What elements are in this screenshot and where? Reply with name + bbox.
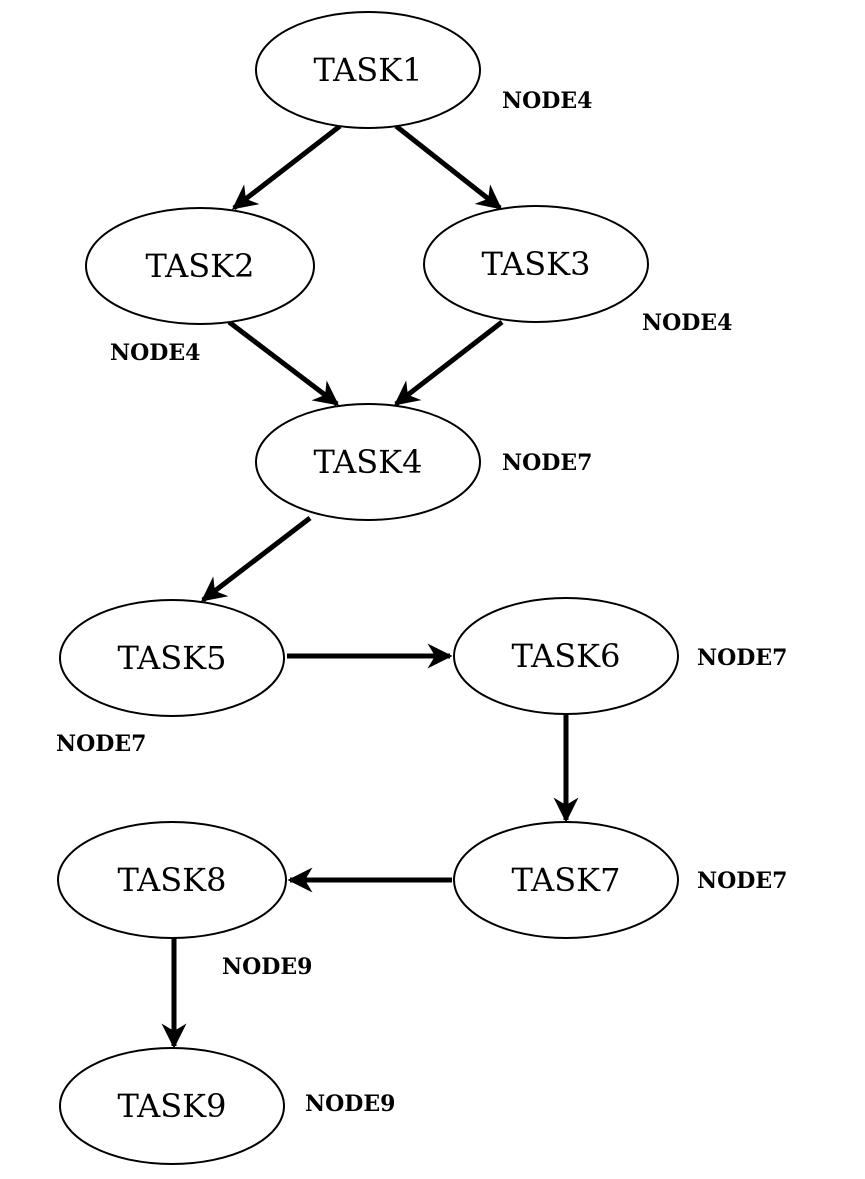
- task-node: TASK3 NODE4: [423, 205, 732, 336]
- task-node: TASK1 NODE4: [255, 11, 592, 129]
- task-label: TASK3: [482, 245, 591, 283]
- task-ellipse: [59, 1047, 285, 1165]
- task-node: TASK5 NODE7: [56, 599, 285, 757]
- edge-task2-task4: [227, 320, 339, 406]
- node-label: NODE4: [642, 310, 732, 336]
- node-label: NODE4: [502, 88, 592, 114]
- task-label: TASK7: [512, 861, 621, 899]
- task-ellipse: [453, 821, 679, 939]
- task-node: TASK2 NODE4: [85, 207, 315, 366]
- task-node: TASK8 NODE9: [57, 821, 312, 980]
- edge-task1-task3: [394, 124, 502, 210]
- edge-task4-task5: [201, 516, 312, 602]
- node-label: NODE7: [697, 868, 787, 894]
- edge-task1-task2: [232, 124, 342, 210]
- task-ellipse: [85, 207, 315, 325]
- task-node: TASK6 NODE7: [453, 597, 787, 715]
- task-label: TASK4: [314, 443, 423, 481]
- task-label: TASK6: [512, 637, 621, 675]
- task-node: TASK4 NODE7: [255, 403, 592, 521]
- task-label: TASK8: [118, 861, 227, 899]
- task-ellipse: [453, 597, 679, 715]
- task-label: TASK5: [118, 639, 227, 677]
- task-node: TASK9 NODE9: [59, 1047, 395, 1165]
- node-label: NODE7: [697, 645, 787, 671]
- task-label: TASK1: [314, 51, 423, 89]
- edge-task3-task4: [394, 320, 504, 406]
- task-ellipse: [423, 205, 649, 323]
- task-label: TASK9: [118, 1087, 227, 1125]
- task-ellipse: [57, 821, 287, 939]
- task-ellipse: [255, 11, 481, 129]
- task-ellipse: [59, 599, 285, 717]
- node-label: NODE9: [305, 1091, 395, 1117]
- task-node: TASK7 NODE7: [453, 821, 787, 939]
- task-ellipse: [255, 403, 481, 521]
- node-label: NODE4: [110, 340, 200, 366]
- node-label: NODE9: [222, 954, 312, 980]
- node-label: NODE7: [56, 731, 146, 757]
- edges: [161, 124, 579, 1049]
- task-label: TASK2: [146, 247, 255, 285]
- task-nodes: TASK1 NODE4 TASK2 NODE4 TASK3 NODE4 TASK…: [56, 11, 787, 1165]
- node-label: NODE7: [502, 450, 592, 476]
